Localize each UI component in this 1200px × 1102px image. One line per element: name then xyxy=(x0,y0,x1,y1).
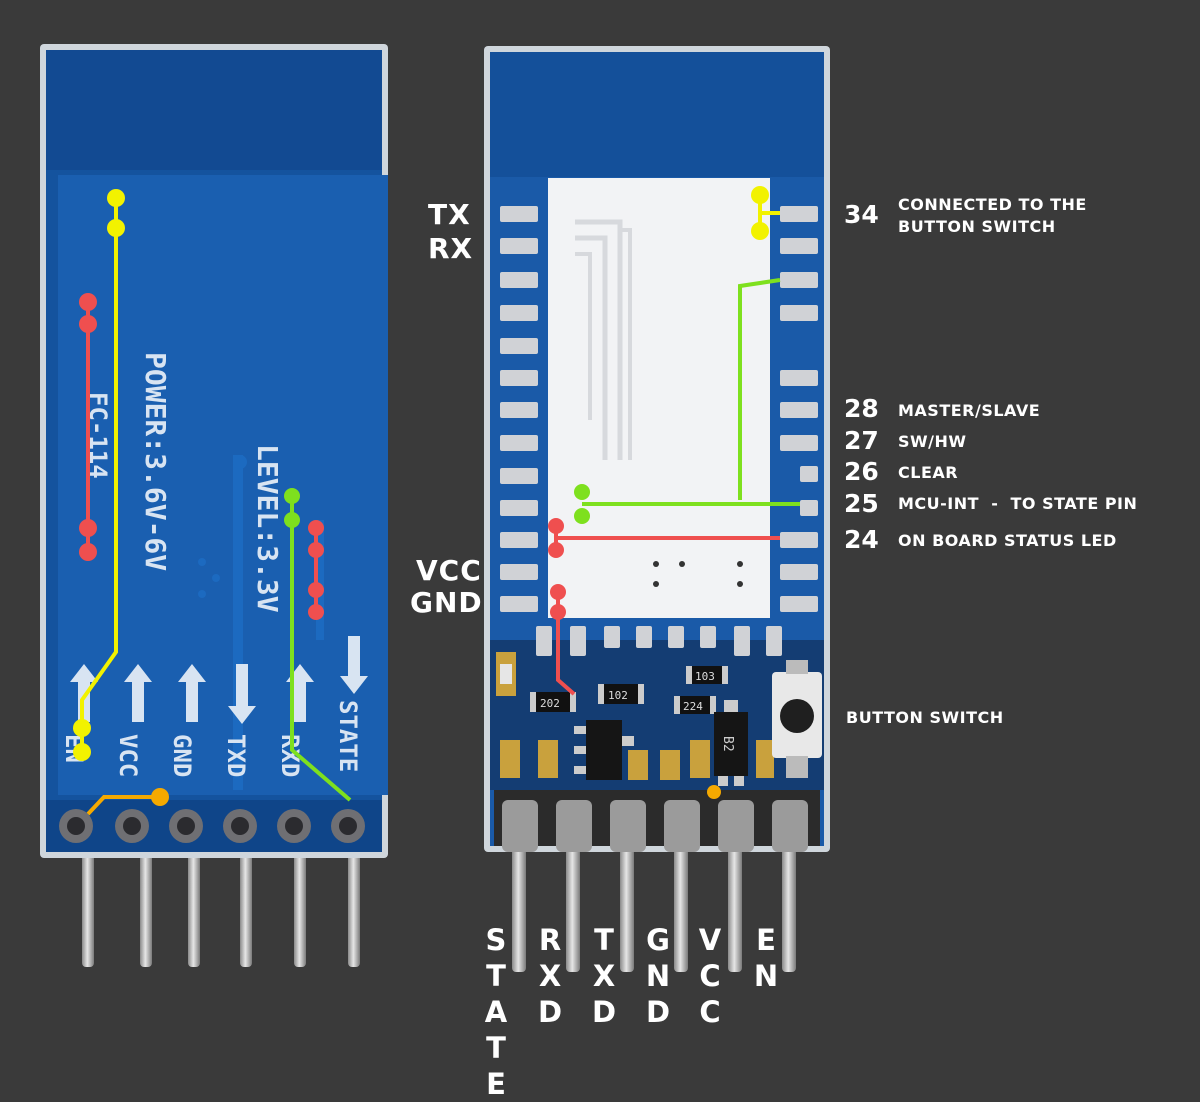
pin-25-text: MCU-INT - TO STATE PIN xyxy=(898,494,1138,513)
label-rx: RX xyxy=(428,232,474,265)
pin-26-number: 26 xyxy=(844,457,879,486)
label-button-switch: BUTTON SWITCH xyxy=(846,708,1004,727)
label-tx: TX xyxy=(428,198,471,231)
front-trace-green-25 xyxy=(738,278,781,500)
front-board: 202 102 103 224 B2 xyxy=(484,46,830,972)
pin-25-number: 25 xyxy=(844,489,879,518)
back-pin-label-txd: TXD xyxy=(222,734,250,777)
front-header-pins xyxy=(512,830,796,972)
front-bottom-pads xyxy=(536,626,782,656)
back-trace-green xyxy=(290,496,352,802)
arrow-state-icon xyxy=(340,636,368,694)
front-traces xyxy=(548,186,800,799)
pin-27-number: 27 xyxy=(844,426,879,455)
resistor-r3-label: 103 xyxy=(695,670,715,683)
front-right-pads xyxy=(780,206,818,612)
pin-28-text: MASTER/SLAVE xyxy=(898,401,1041,420)
front-header-collars xyxy=(502,800,808,852)
header-label-rxd: RXD xyxy=(537,923,563,1029)
resistor-r2-label: 102 xyxy=(608,689,628,702)
pin-24-text: ON BOARD STATUS LED xyxy=(898,531,1117,550)
front-trace-red-led xyxy=(556,592,576,696)
arrow-en-icon xyxy=(70,664,98,722)
pin-26-text: CLEAR xyxy=(898,463,959,482)
silk-level: LEVEL:3.3V xyxy=(251,444,284,613)
arrow-gnd-icon xyxy=(178,664,206,722)
back-solder-pads xyxy=(59,809,365,843)
smd-components: 202 102 103 224 B2 xyxy=(496,652,774,786)
resistor-r4-label: 224 xyxy=(683,700,703,713)
back-traces xyxy=(73,189,352,816)
module-shield xyxy=(548,178,770,618)
back-trace-orange xyxy=(86,795,160,816)
front-left-pads xyxy=(500,206,538,612)
header-label-txd: TXD xyxy=(591,923,617,1029)
back-board: POWER:3.6V-6V LEVEL:3.3V FC-114 EN VCC G… xyxy=(40,44,388,967)
silk-power: POWER:3.6V-6V xyxy=(139,352,172,571)
label-gnd: GND xyxy=(410,586,483,619)
header-label-vcc: VCC xyxy=(698,923,722,1029)
pin-34-number: 34 xyxy=(844,200,879,229)
pin-34-text-line1: CONNECTED TO THE xyxy=(898,195,1087,214)
label-vcc: VCC xyxy=(416,554,482,587)
pin-28-number: 28 xyxy=(844,394,879,423)
header-label-state: STATE xyxy=(484,923,508,1101)
header-label-gnd: GND xyxy=(645,923,671,1029)
resistor-r1-label: 202 xyxy=(540,697,560,710)
back-pin-label-gnd: GND xyxy=(168,734,196,777)
back-pin-label-state: STATE xyxy=(334,700,362,772)
pin-27-text: SW/HW xyxy=(898,432,967,451)
pin-34-text-line2: BUTTON SWITCH xyxy=(898,217,1056,236)
tactile-button-icon xyxy=(772,660,822,778)
arrow-vcc-icon xyxy=(124,664,152,722)
header-label-en: EN xyxy=(753,923,779,993)
pin-24-number: 24 xyxy=(844,525,879,554)
back-header-pins xyxy=(82,852,360,967)
arrow-txd-icon xyxy=(228,664,256,724)
ic-label: B2 xyxy=(720,736,735,752)
back-pin-label-vcc: VCC xyxy=(114,734,142,777)
